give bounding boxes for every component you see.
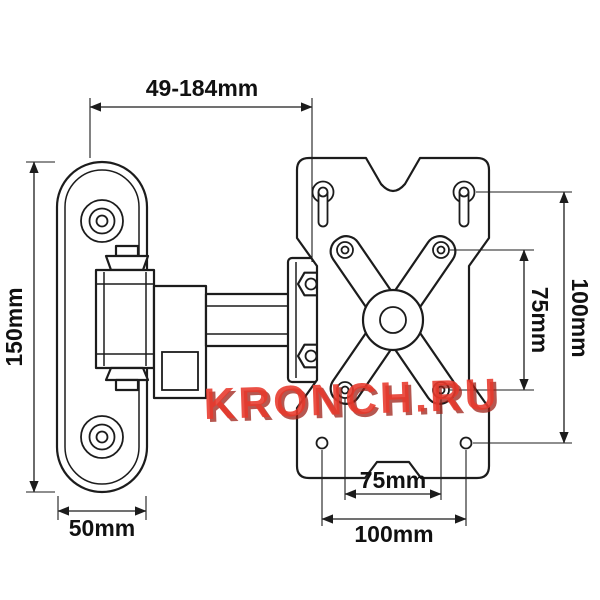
dim-label-arm-extension: 49-184mm xyxy=(146,75,259,101)
watermark-shadow-text: KRONCH.RU xyxy=(206,373,503,432)
watermark: KRONCH.RU KRONCH.RU xyxy=(203,370,503,432)
hinge-cylinder xyxy=(94,268,156,370)
dim-label-vesa-outer-vertical: 100mm xyxy=(567,278,593,357)
dim-label-vesa-outer-horizontal: 100mm xyxy=(354,521,433,547)
hinge-bottom-cap xyxy=(104,366,150,382)
dim-vesa-inner-horizontal: 75mm xyxy=(344,398,442,500)
keyhole-top-left xyxy=(311,180,335,228)
hole-bottom-right xyxy=(459,436,473,450)
dim-wall-plate-width: 50mm xyxy=(57,496,147,541)
hinge-bottom-nut xyxy=(114,378,140,392)
dim-label-wall-plate-height: 150mm xyxy=(1,287,27,366)
dim-label-wall-plate-width: 50mm xyxy=(69,515,135,541)
wall-screw-top xyxy=(80,199,124,243)
dim-label-vesa-inner-vertical: 75mm xyxy=(527,287,553,353)
hinge-top-nut xyxy=(114,244,140,258)
hole-bottom-left xyxy=(315,436,329,450)
watermark-text: KRONCH.RU xyxy=(203,370,500,429)
dim-arm-extension: 49-184mm xyxy=(89,75,313,262)
articulating-arm xyxy=(94,244,294,400)
dim-wall-plate-height: 150mm xyxy=(1,161,55,493)
hinge-top-cap xyxy=(104,254,150,272)
elbow-cutout xyxy=(161,351,199,391)
center-x-bracket xyxy=(329,235,457,405)
dim-vesa-outer-vertical: 100mm xyxy=(473,191,593,444)
arm-link xyxy=(204,292,294,348)
dim-vesa-outer-horizontal: 100mm xyxy=(321,450,467,547)
dim-label-vesa-inner-horizontal: 75mm xyxy=(360,467,426,493)
vesa-plate xyxy=(295,156,491,480)
wall-screw-bottom xyxy=(80,415,124,459)
keyhole-top-right xyxy=(452,180,476,228)
dim-vesa-inner-vertical: 75mm xyxy=(450,249,553,391)
